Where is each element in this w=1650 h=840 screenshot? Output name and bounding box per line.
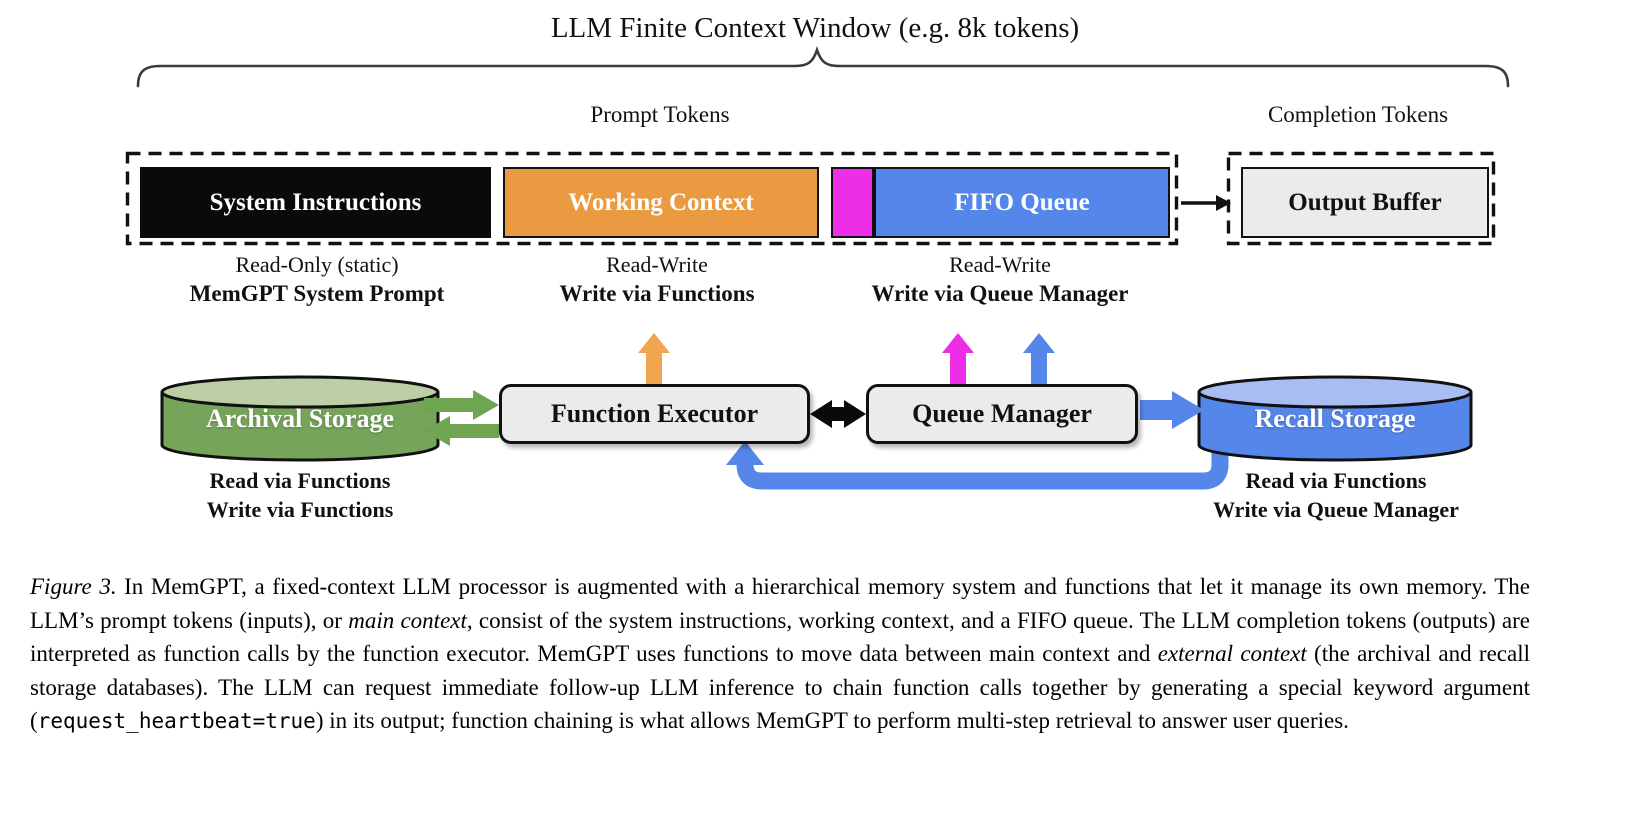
caption-segment: external context xyxy=(1157,641,1307,666)
annotation-line: Write via Queue Manager xyxy=(1213,497,1459,522)
context-window-brace-icon xyxy=(136,45,1510,88)
system-instructions-box: System Instructions xyxy=(140,167,491,238)
annotation-line: Write via Functions xyxy=(206,497,394,522)
recall-to-executor-curve-icon xyxy=(736,438,1229,490)
queue-to-recall-arrow-icon xyxy=(1140,391,1204,429)
fifo-queue-label: FIFO Queue xyxy=(954,188,1090,216)
function-executor-label: Function Executor xyxy=(550,399,759,428)
working-context-annotation: Read-Write Write via Functions xyxy=(457,250,857,308)
annotation-line: Read via Functions xyxy=(209,468,391,493)
executor-queue-double-arrow-icon xyxy=(810,400,866,428)
recall-storage-label: Recall Storage xyxy=(1254,404,1416,433)
queue-to-output-arrow-icon xyxy=(1181,195,1231,211)
caption-segment: In MemGPT, a fixed-context LLM processor… xyxy=(30,574,1531,633)
caption-segment: main context xyxy=(348,607,467,633)
annotation-line: Write via Queue Manager xyxy=(871,281,1129,306)
queue-manager-node: Queue Manager xyxy=(866,384,1138,444)
caption-segment: ) in its output; function chaining is wh… xyxy=(315,708,1349,733)
fifo-queue-head-segment xyxy=(831,167,874,238)
fifo-queue-annotation: Read-Write Write via Queue Manager xyxy=(800,250,1200,308)
output-buffer-box: Output Buffer xyxy=(1241,167,1489,238)
queue-manager-label: Queue Manager xyxy=(912,399,1092,428)
archival-write-arrow-icon xyxy=(424,416,499,446)
system-instructions-label: System Instructions xyxy=(209,188,422,216)
annotation-line: Read via Functions xyxy=(1245,468,1427,493)
annotation-line: Read-Write xyxy=(949,252,1051,277)
executor-to-working-context-arrow-icon xyxy=(638,333,670,384)
recall-to-executor-arrowhead-icon xyxy=(726,441,764,465)
queue-manager-magenta-arrow-icon xyxy=(942,333,974,384)
fifo-queue-box: FIFO Queue xyxy=(874,167,1170,238)
output-buffer-label: Output Buffer xyxy=(1288,188,1442,216)
diagram-graphics xyxy=(125,45,1510,490)
annotation-line: Read-Write xyxy=(606,252,708,277)
annotation-line: Write via Functions xyxy=(559,281,755,306)
figure-caption: Figure 3. In MemGPT, a fixed-context LLM… xyxy=(30,570,1530,739)
archival-storage-cylinder-icon xyxy=(160,375,440,462)
annotation-line: Read-Only (static) xyxy=(235,252,399,277)
recall-storage-cylinder-icon xyxy=(1197,375,1473,462)
completion-tokens-label: Completion Tokens xyxy=(1267,102,1449,127)
archival-storage-label: Archival Storage xyxy=(206,404,394,433)
caption-segment: (the archival and recall storage databas… xyxy=(30,641,1530,733)
archival-storage-annotation: Read via Functions Write via Functions xyxy=(100,466,500,524)
caption-segment: Figure 3. xyxy=(30,574,117,599)
annotation-line: MemGPT System Prompt xyxy=(189,281,445,306)
completion-tokens-dashed-box xyxy=(1226,151,1496,246)
archival-read-arrow-icon xyxy=(424,390,499,420)
recall-storage-annotation: Read via Functions Write via Queue Manag… xyxy=(1136,466,1536,524)
queue-manager-blue-arrow-icon xyxy=(1023,333,1055,384)
caption-segment: request_heartbeat=true xyxy=(37,709,316,733)
caption-segment: , consist of the system instructions, wo… xyxy=(30,607,1530,667)
prompt-tokens-dashed-box xyxy=(125,151,1179,246)
context-window-title: LLM Finite Context Window (e.g. 8k token… xyxy=(550,12,1080,44)
working-context-box: Working Context xyxy=(503,167,819,238)
function-executor-node: Function Executor xyxy=(499,384,810,444)
system-instructions-annotation: Read-Only (static) MemGPT System Prompt xyxy=(117,250,517,308)
prompt-tokens-label: Prompt Tokens xyxy=(590,102,730,127)
working-context-label: Working Context xyxy=(568,188,754,216)
